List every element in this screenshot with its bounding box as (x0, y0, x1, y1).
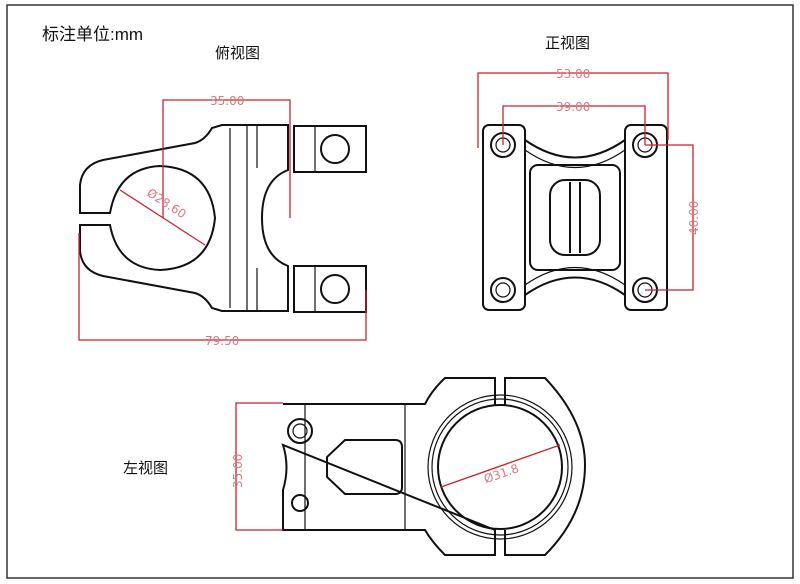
unit-label: 标注单位:mm (42, 25, 144, 44)
left-view-title: 左视图 (123, 459, 169, 477)
drawing-frame (6, 4, 794, 579)
top-dim-length: 79.50 (205, 334, 239, 348)
front-view-drawing (482, 124, 668, 311)
left-dim-height: 35.00 (231, 454, 245, 488)
top-view-drawing (79, 124, 367, 313)
front-view-title: 正视图 (545, 34, 591, 52)
left-view-drawing (281, 377, 587, 556)
front-dim-height: 40.00 (687, 201, 701, 235)
front-dim-inner: 39.00 (556, 100, 590, 114)
top-view-title: 俯视图 (215, 44, 261, 62)
front-view-dimensions (477, 72, 694, 291)
top-dim-width: 35.00 (210, 94, 244, 108)
left-view-dimensions (235, 402, 561, 531)
top-view-dimensions (78, 99, 367, 341)
front-dim-outer: 53.00 (556, 67, 590, 81)
top-dim-diameter: Ø28.60 (144, 186, 188, 222)
